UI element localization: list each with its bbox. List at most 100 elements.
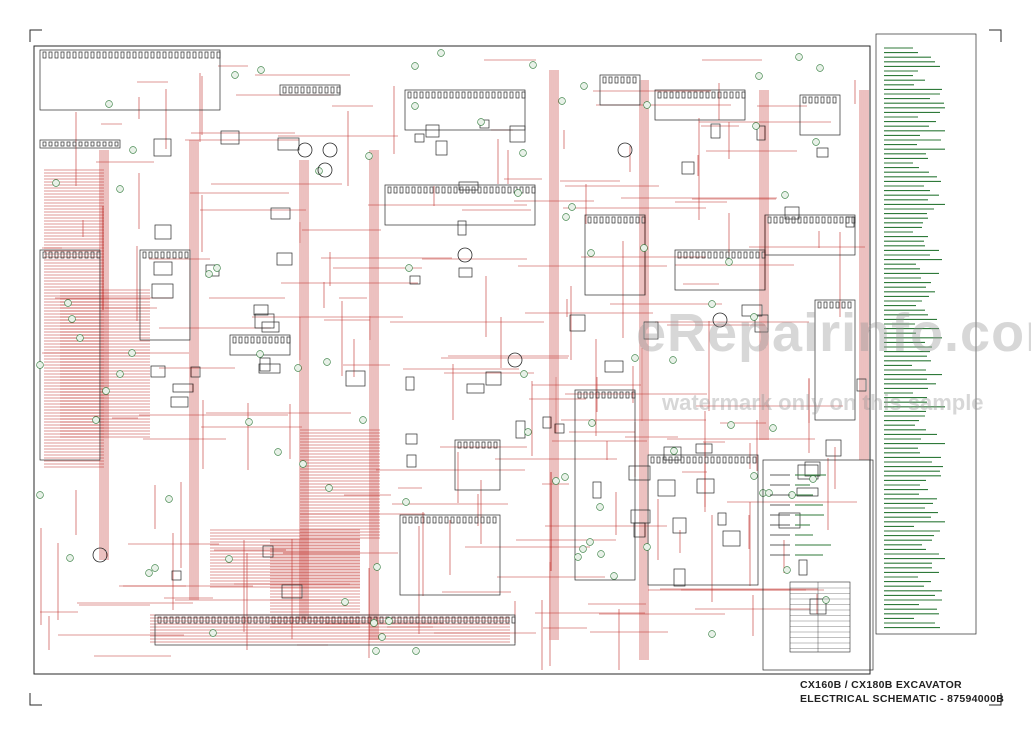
- connector-pin: [175, 616, 180, 624]
- connector-pin: [607, 391, 612, 399]
- connector-pin: [485, 91, 490, 99]
- connector-pin: [503, 91, 508, 99]
- reference-tag: [586, 538, 594, 546]
- connector-pin: [114, 141, 119, 147]
- connector-pin: [462, 516, 467, 524]
- connector-pin: [379, 616, 384, 624]
- connector-pin: [474, 516, 479, 524]
- connector-pin: [734, 456, 739, 464]
- reference-tag: [341, 598, 349, 606]
- relay-box: [778, 512, 801, 529]
- reference-tag: [809, 475, 817, 483]
- connector-pin: [421, 616, 426, 624]
- reference-tag: [437, 49, 445, 57]
- connector-pin: [54, 51, 59, 59]
- relay-box: [554, 423, 565, 434]
- connector-pin: [761, 251, 766, 259]
- relay-box: [435, 140, 448, 156]
- connector-pin: [154, 251, 159, 259]
- relay-box: [406, 454, 417, 468]
- connector-pin: [619, 391, 624, 399]
- connector-pin: [531, 186, 536, 194]
- connector-pin: [479, 91, 484, 99]
- connector-pin: [420, 516, 425, 524]
- reference-tag: [574, 553, 582, 561]
- relay-box: [798, 559, 808, 576]
- connector-pin: [268, 336, 273, 344]
- connector-pin: [60, 51, 65, 59]
- connector-pin: [84, 251, 89, 259]
- relay-box: [710, 123, 721, 139]
- connector-pin: [501, 186, 506, 194]
- connector-block: [674, 249, 766, 291]
- relay-box: [797, 464, 819, 480]
- connector-pin: [845, 216, 850, 224]
- connector-pin: [467, 91, 472, 99]
- connector-pin: [433, 616, 438, 624]
- connector-pin: [817, 301, 822, 309]
- reference-tag: [708, 300, 716, 308]
- connector-pin: [620, 76, 625, 84]
- diagram-title: CX160B / CX180B EXCAVATOR: [800, 679, 962, 691]
- connector-block: [399, 514, 501, 596]
- relay-box: [458, 267, 473, 278]
- relay-box: [509, 125, 526, 143]
- reference-tag: [128, 349, 136, 357]
- connector-pin: [288, 86, 293, 94]
- connector-pin: [683, 251, 688, 259]
- connector-pin: [114, 51, 119, 59]
- reference-tag: [257, 66, 265, 74]
- connector-pin: [300, 86, 305, 94]
- connector-pin: [453, 186, 458, 194]
- connector-pin: [168, 51, 173, 59]
- connector-pin: [681, 91, 686, 99]
- connector-pin: [84, 51, 89, 59]
- connector-pin: [138, 51, 143, 59]
- connector-pin: [851, 216, 856, 224]
- connector-pin: [802, 96, 807, 104]
- connector-pin: [403, 616, 408, 624]
- connector-pin: [814, 96, 819, 104]
- connector-pin: [336, 86, 341, 94]
- connector-pin: [423, 186, 428, 194]
- connector-pin: [821, 216, 826, 224]
- reference-tag: [708, 630, 716, 638]
- connector-pin: [456, 516, 461, 524]
- connector-pin: [78, 51, 83, 59]
- connector-block: [799, 94, 841, 136]
- relay-box: [592, 481, 602, 499]
- connector-block: [584, 214, 646, 296]
- connector-pin: [54, 141, 59, 147]
- connector-pin: [330, 86, 335, 94]
- connector-pin: [493, 441, 498, 449]
- connector-pin: [96, 251, 101, 259]
- connector-pin: [693, 91, 698, 99]
- reference-tag: [752, 122, 760, 130]
- connector-pin: [461, 91, 466, 99]
- connector-pin: [417, 186, 422, 194]
- connector-pin: [286, 336, 291, 344]
- connector-pin: [66, 251, 71, 259]
- connector-pin: [238, 336, 243, 344]
- connector-block: [384, 184, 536, 226]
- connector-pin: [475, 616, 480, 624]
- relay-box: [604, 360, 624, 373]
- connector-pin: [48, 51, 53, 59]
- connector-pin: [602, 76, 607, 84]
- reference-tag: [552, 477, 560, 485]
- reference-tag: [294, 364, 302, 372]
- connector-pin: [613, 391, 618, 399]
- motor-symbol: [297, 142, 313, 158]
- connector-pin: [477, 186, 482, 194]
- connector-pin: [457, 441, 462, 449]
- connector-pin: [601, 391, 606, 399]
- connector-pin: [481, 616, 486, 624]
- connector-pin: [499, 616, 504, 624]
- connector-pin: [120, 51, 125, 59]
- connector-pin: [192, 51, 197, 59]
- reference-tag: [256, 350, 264, 358]
- connector-pin: [457, 616, 462, 624]
- motor-symbol: [712, 312, 728, 328]
- reference-tag: [610, 572, 618, 580]
- component-index-panel: [875, 33, 977, 635]
